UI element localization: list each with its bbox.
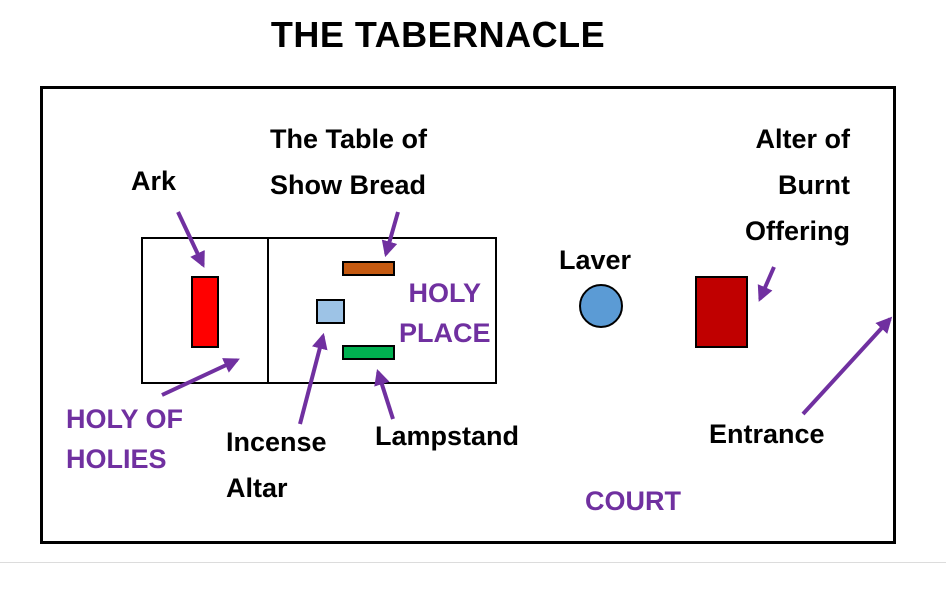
laver-shape bbox=[579, 284, 623, 328]
lampstand-label: Lampstand bbox=[375, 421, 520, 451]
court-label: COURT bbox=[585, 486, 681, 516]
laver-label: Laver bbox=[559, 245, 632, 275]
holy-of-holies-arrow bbox=[161, 358, 240, 397]
ark-arrow bbox=[176, 211, 205, 268]
ark-shape bbox=[191, 276, 219, 348]
diagram-title: THE TABERNACLE bbox=[270, 14, 606, 55]
table-of-show-bread-label: The Table of Show Bread bbox=[270, 116, 427, 208]
holy-of-holies-line-1: HOLY OF bbox=[66, 404, 184, 434]
alter-of-burnt-offering-shape bbox=[695, 276, 748, 348]
burnt-offering-arrow bbox=[757, 266, 776, 302]
table-of-show-bread-shape bbox=[342, 261, 395, 276]
lampstand-arrow bbox=[374, 368, 395, 420]
veil-divider bbox=[267, 237, 269, 384]
incense-altar-line-2: Altar bbox=[226, 473, 288, 503]
entrance-arrow bbox=[801, 316, 893, 416]
holy-place-label: HOLY PLACE bbox=[399, 273, 491, 353]
alter-of-burnt-offering-line-1: Alter of bbox=[755, 124, 851, 154]
holy-of-holies-line-2: HOLIES bbox=[66, 444, 167, 474]
tent-outline bbox=[141, 237, 497, 384]
alter-of-burnt-offering-label: Alter of Burnt Offering bbox=[745, 116, 850, 254]
holy-place-line-1: HOLY bbox=[408, 278, 482, 308]
holy-place-line-2: PLACE bbox=[399, 318, 491, 348]
alter-of-burnt-offering-line-3: Offering bbox=[745, 216, 850, 246]
show-bread-arrow bbox=[381, 211, 400, 258]
incense-altar-label: Incense Altar bbox=[226, 419, 327, 511]
lampstand-shape bbox=[342, 345, 395, 360]
entrance-label: Entrance bbox=[709, 419, 825, 449]
court-boundary bbox=[40, 86, 896, 544]
table-of-show-bread-line-1: The Table of bbox=[270, 124, 428, 154]
bottom-divider bbox=[0, 562, 946, 563]
table-of-show-bread-line-2: Show Bread bbox=[270, 170, 427, 200]
alter-of-burnt-offering-line-2: Burnt bbox=[778, 170, 850, 200]
incense-altar-arrow bbox=[298, 332, 328, 425]
incense-altar-shape bbox=[316, 299, 345, 324]
incense-altar-line-1: Incense bbox=[226, 427, 327, 457]
holy-of-holies-label: HOLY OF HOLIES bbox=[66, 399, 183, 479]
ark-label: Ark bbox=[131, 166, 177, 196]
